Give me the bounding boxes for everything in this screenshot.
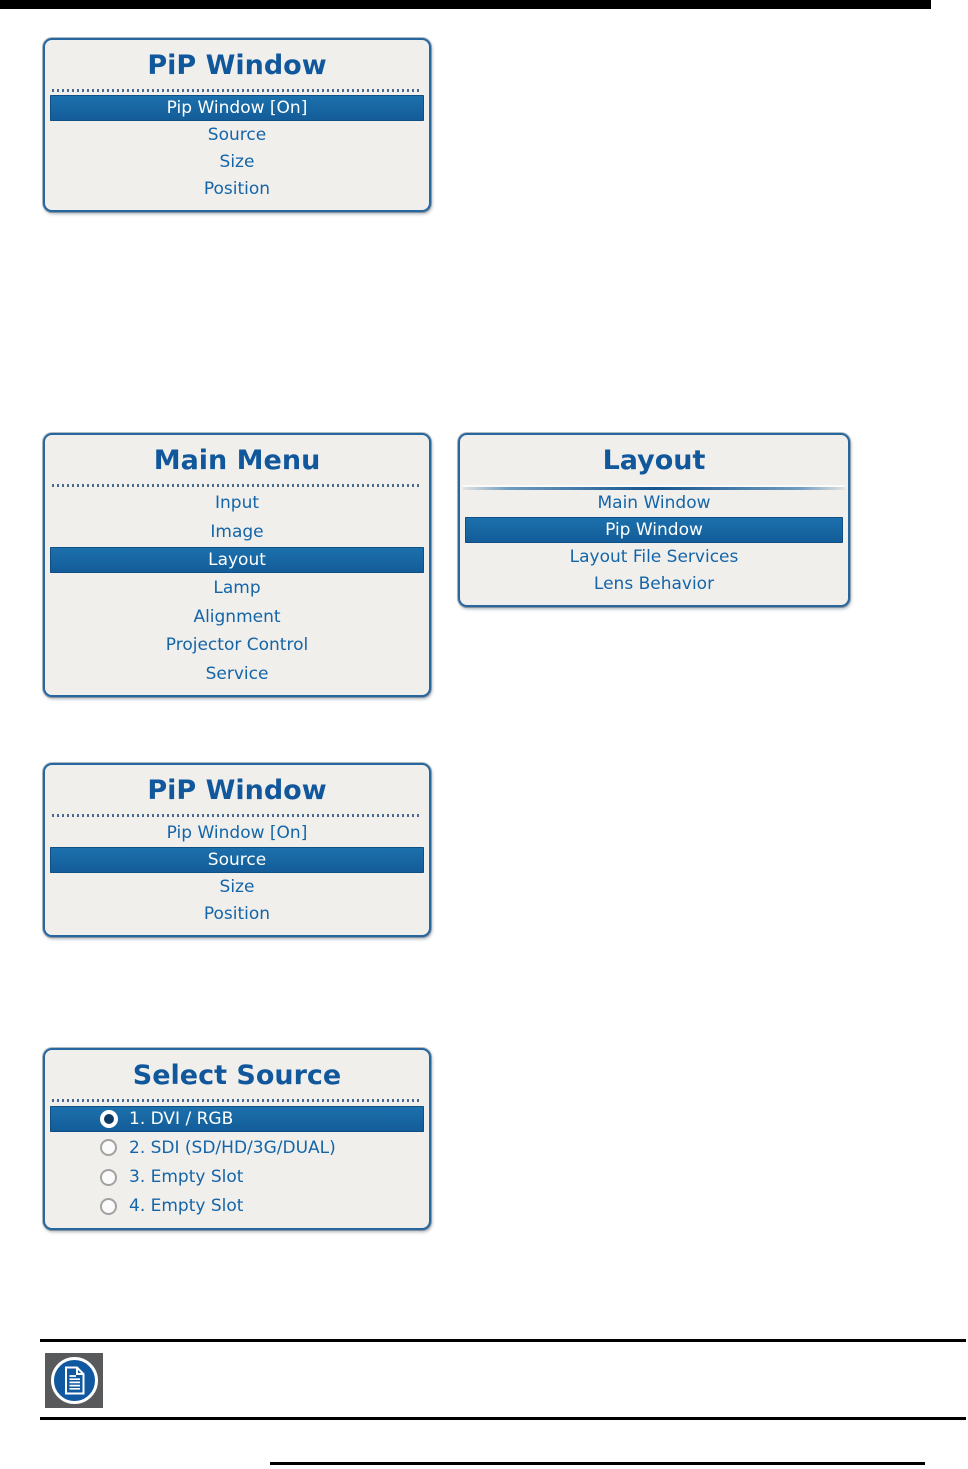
menu-title: Main Menu [153, 445, 321, 476]
menu-item-main-window[interactable]: Main Window [597, 492, 711, 513]
menu-item-source-empty-slot-4[interactable]: 4. Empty Slot [45, 1193, 429, 1219]
menu-item-layout-file-services[interactable]: Layout File Services [569, 547, 739, 568]
menu-title: PiP Window [147, 775, 327, 806]
radio-selected-icon [100, 1109, 118, 1128]
menu-item-pip-window-on[interactable]: Pip Window [On] [50, 94, 424, 121]
menu-item-label: 4. Empty Slot [129, 1196, 244, 1217]
menu-item-source-sdi[interactable]: 2. SDI (SD/HD/3G/DUAL) [45, 1135, 429, 1161]
menu-item-layout[interactable]: Layout [50, 547, 424, 574]
menu-item-lens-behavior[interactable]: Lens Behavior [593, 574, 715, 595]
menu-item-list: 1. DVI / RGB 2. SDI (SD/HD/3G/DUAL) 3. E… [45, 1104, 429, 1221]
menu-item-input[interactable]: Input [214, 493, 260, 514]
menu-item-alignment[interactable]: Alignment [193, 606, 281, 627]
menu-item-list: Main Window Pip Window Layout File Servi… [460, 489, 848, 598]
menu-item-projector-control[interactable]: Projector Control [165, 635, 309, 656]
menu-item-size[interactable]: Size [219, 152, 255, 173]
menu-title: Layout [602, 445, 706, 476]
menu-item-label: 2. SDI (SD/HD/3G/DUAL) [129, 1137, 336, 1158]
gradient-separator [463, 485, 845, 490]
menu-item-position[interactable]: Position [203, 904, 271, 925]
page-top-rule [0, 0, 931, 9]
dotted-separator [52, 814, 422, 817]
menu-item-size[interactable]: Size [219, 877, 255, 898]
pip-window-menu-1: PiP Window Pip Window [On] Source Size P… [43, 38, 431, 212]
menu-item-source[interactable]: Source [50, 846, 424, 873]
pip-window-menu-2: PiP Window Pip Window [On] Source Size P… [43, 763, 431, 937]
note-document-icon [50, 1357, 98, 1404]
dotted-separator [52, 1099, 422, 1102]
menu-item-list: Input Image Layout Lamp Alignment Projec… [45, 489, 429, 688]
note-bottom-rule [40, 1417, 966, 1420]
select-source-menu: Select Source 1. DVI / RGB 2. SDI (SD/HD… [43, 1048, 431, 1230]
menu-item-source-dvi-rgb[interactable]: 1. DVI / RGB [50, 1105, 424, 1132]
menu-title: PiP Window [147, 50, 327, 81]
menu-item-service[interactable]: Service [205, 663, 269, 684]
menu-item-lamp[interactable]: Lamp [213, 578, 261, 599]
menu-item-source[interactable]: Source [207, 124, 267, 145]
radio-unselected-icon [100, 1197, 117, 1215]
menu-item-position[interactable]: Position [203, 179, 271, 200]
menu-item-list: Pip Window [On] Source Size Position [45, 94, 429, 203]
radio-unselected-icon [100, 1139, 117, 1157]
dotted-separator [52, 484, 422, 487]
layout-menu: Layout Main Window Pip Window Layout Fil… [458, 433, 850, 607]
menu-item-pip-window-on[interactable]: Pip Window [On] [166, 822, 308, 843]
menu-item-list: Pip Window [On] Source Size Position [45, 819, 429, 928]
note-top-rule [40, 1339, 966, 1342]
menu-item-source-empty-slot-3[interactable]: 3. Empty Slot [45, 1164, 429, 1190]
menu-item-label: 1. DVI / RGB [129, 1108, 234, 1129]
footer-rule [270, 1462, 925, 1465]
dotted-separator [52, 89, 422, 92]
menu-item-pip-window[interactable]: Pip Window [465, 516, 843, 543]
menu-item-label: 3. Empty Slot [129, 1167, 244, 1188]
main-menu: Main Menu Input Image Layout Lamp Alignm… [43, 433, 431, 697]
menu-item-image[interactable]: Image [210, 521, 264, 542]
menu-title: Select Source [132, 1060, 342, 1091]
note-callout [45, 1353, 103, 1408]
radio-unselected-icon [100, 1168, 117, 1186]
